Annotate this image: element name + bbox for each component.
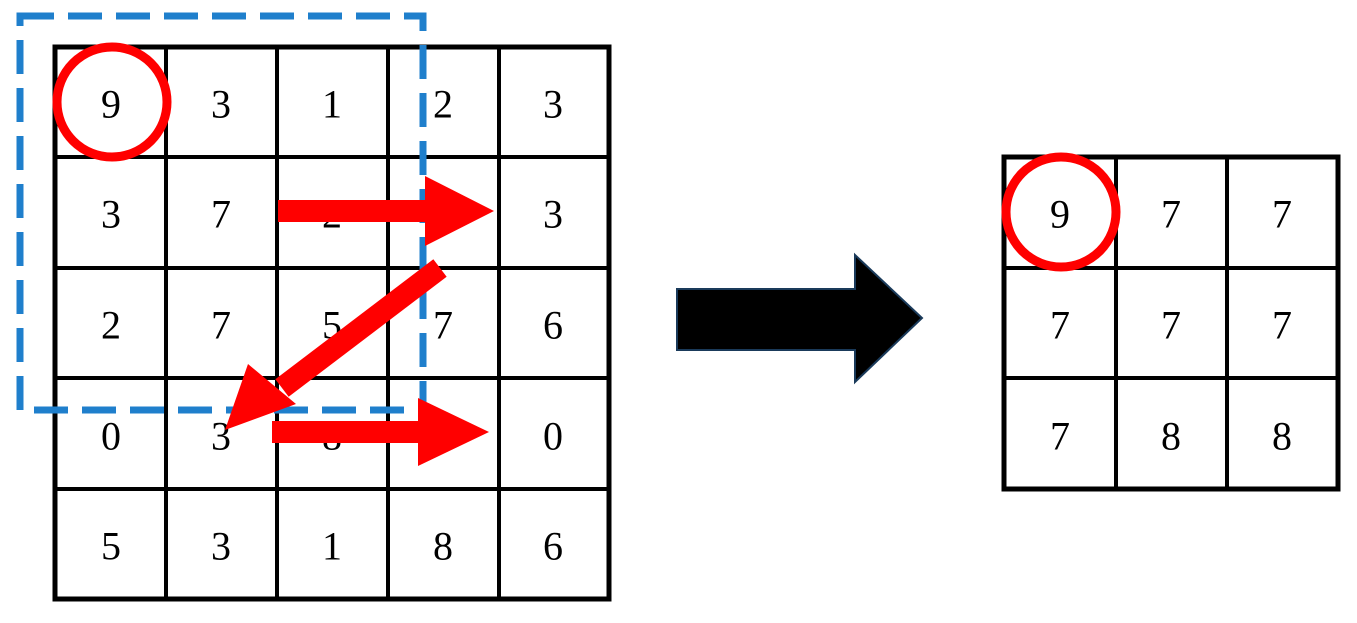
output-cell: 8 — [1161, 414, 1181, 459]
stride-arrow-right-top — [278, 176, 494, 246]
output-max-highlight-circle — [1001, 152, 1121, 272]
input-cell: 3 — [101, 192, 121, 237]
input-cell: 5 — [101, 524, 121, 569]
input-cell: 3 — [211, 414, 231, 459]
input-cell: 9 — [101, 82, 121, 127]
output-cell: 8 — [1272, 414, 1292, 459]
input-cell: 0 — [101, 414, 121, 459]
output-cell: 9 — [1050, 192, 1070, 237]
input-cell: 7 — [433, 303, 453, 348]
input-cell: 3 — [543, 82, 563, 127]
input-cell: 7 — [211, 192, 231, 237]
input-cell: 6 — [543, 303, 563, 348]
output-cell: 7 — [1272, 192, 1292, 237]
input-grid-border — [52, 44, 612, 602]
input-cell: 6 — [543, 524, 563, 569]
stride-arrow-diagonal — [225, 259, 447, 430]
output-cell: 7 — [1050, 303, 1070, 348]
input-grid: 9 3 1 2 3 3 7 2 3 2 7 5 7 6 0 3 8 0 5 3 … — [52, 44, 612, 602]
input-cell: 8 — [433, 524, 453, 569]
input-cell: 3 — [543, 192, 563, 237]
input-cell: 1 — [322, 524, 342, 569]
input-cell: 1 — [322, 82, 342, 127]
input-cell: 3 — [211, 82, 231, 127]
input-cell: 0 — [543, 414, 563, 459]
output-cell: 7 — [1161, 303, 1181, 348]
input-max-highlight-circle — [52, 42, 172, 162]
output-grid-border — [1001, 154, 1341, 492]
input-cell: 2 — [433, 82, 453, 127]
input-cell: 3 — [211, 524, 231, 569]
output-cell: 7 — [1161, 192, 1181, 237]
stride-arrow-right-bottom — [272, 398, 489, 466]
output-grid: 9 7 7 7 7 7 7 8 8 — [1001, 154, 1341, 492]
output-cell: 7 — [1272, 303, 1292, 348]
input-cell: 7 — [211, 303, 231, 348]
output-cell: 7 — [1050, 414, 1070, 459]
big-transition-arrow — [676, 252, 924, 385]
input-cell: 2 — [101, 303, 121, 348]
